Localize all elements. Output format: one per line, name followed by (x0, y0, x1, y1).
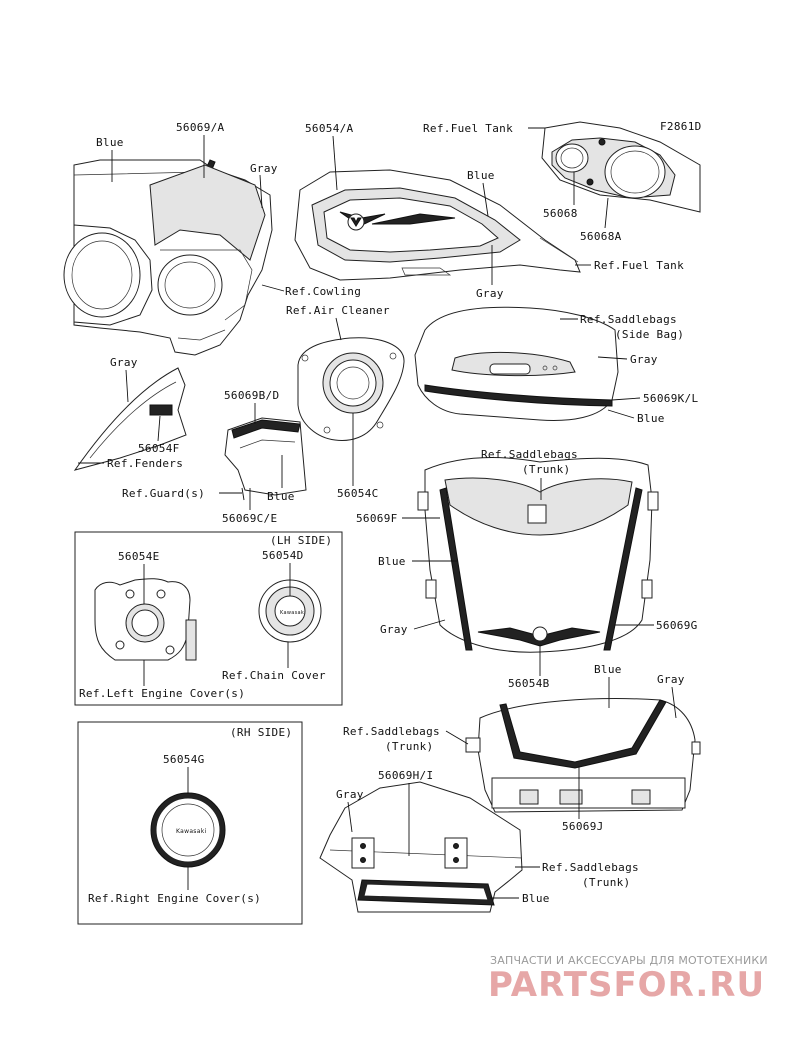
label-56069g: 56069G (656, 619, 698, 632)
label-ref-left-engine-cover: Ref.Left Engine Cover(s) (79, 687, 245, 700)
label-56069kl: 56069K/L (643, 392, 698, 405)
label-blue-cowling: Blue (96, 136, 124, 149)
label-ref-fuel-tank-right: Ref.Fuel Tank (594, 259, 684, 272)
label-ref-saddlebags-trunk-3b: (Trunk) (582, 876, 630, 889)
label-ref-saddlebags-trunk-3a: Ref.Saddlebags (542, 861, 639, 874)
label-gray-tank: Gray (476, 287, 504, 300)
fender-illustration (73, 367, 187, 471)
label-gray-trunk-rear: Gray (657, 673, 685, 686)
label-ref-fuel-tank-top: Ref.Fuel Tank (423, 122, 513, 135)
label-ref-saddlebags-trunk-1a: Ref.Saddlebags (481, 448, 578, 461)
label-ref-saddlebags-trunk-2b: (Trunk) (385, 740, 433, 753)
fuel-tank-illustration (294, 169, 581, 281)
right-cover-emblem: Kawasaki (176, 828, 206, 835)
label-56054f: 56054F (138, 442, 180, 455)
label-blue-trunk-front: Blue (378, 555, 406, 568)
label-56054c: 56054C (337, 487, 379, 500)
label-56068: 56068 (543, 207, 578, 220)
label-ref-fenders: Ref.Fenders (107, 457, 183, 470)
side-bag-illustration (414, 306, 619, 421)
cowling-illustration (63, 159, 273, 356)
label-blue-trunk-side: Blue (522, 892, 550, 905)
label-ref-saddlebags-trunk-1b: (Trunk) (522, 463, 570, 476)
label-gray-trunk-side: Gray (336, 788, 364, 801)
label-gray-trunk-front: Gray (380, 623, 408, 636)
label-gray-fender: Gray (110, 356, 138, 369)
label-gray-cowling: Gray (250, 162, 278, 175)
trunk-front-illustration (417, 457, 659, 653)
label-56069j: 56069J (562, 820, 604, 833)
label-56069hi: 56069H/I (378, 769, 433, 782)
label-ref-air-cleaner: Ref.Air Cleaner (286, 304, 390, 317)
chain-cover-emblem: Kawasaki (280, 610, 306, 616)
trunk-side-illustration (319, 781, 523, 913)
rh-side-box (77, 721, 303, 925)
label-56069bd: 56069B/D (224, 389, 279, 402)
label-56068a: 56068A (580, 230, 622, 243)
lh-side-box (74, 531, 343, 706)
watermark-tagline: ЗАПЧАСТИ И АКСЕССУАРЫ ДЛЯ МОТОТЕХНИКИ (490, 954, 768, 967)
label-blue-sidebag: Blue (637, 412, 665, 425)
label-ref-guards: Ref.Guard(s) (122, 487, 205, 500)
label-ref-saddlebags-side-1: Ref.Saddlebags (580, 313, 677, 326)
tank-cap-illustration (541, 121, 701, 213)
label-ref-right-engine-cover: Ref.Right Engine Cover(s) (88, 892, 261, 905)
label-ref-saddlebags-trunk-2a: Ref.Saddlebags (343, 725, 440, 738)
guard-illustration (224, 417, 307, 501)
label-56054e: 56054E (118, 550, 160, 563)
label-blue-trunk-rear: Blue (594, 663, 622, 676)
figure-code: F2861D (660, 120, 702, 133)
label-blue-tank: Blue (467, 169, 495, 182)
label-ref-cowling: Ref.Cowling (285, 285, 361, 298)
label-56069ce: 56069C/E (222, 512, 277, 525)
label-56069f: 56069F (356, 512, 398, 525)
label-lh-side: (LH SIDE) (270, 534, 332, 547)
label-56069a: 56069/A (176, 121, 225, 134)
label-56054g: 56054G (163, 753, 205, 766)
label-ref-chain-cover: Ref.Chain Cover (222, 669, 326, 682)
label-gray-sidebag: Gray (630, 353, 658, 366)
label-56054d: 56054D (262, 549, 304, 562)
air-cleaner-illustration (297, 337, 405, 441)
left-engine-cover-illustration (94, 578, 197, 661)
watermark-brand: PARTSFOR.RU (488, 965, 765, 1005)
label-56054a: 56054/A (305, 122, 354, 135)
label-ref-saddlebags-side-2: (Side Bag) (615, 328, 684, 341)
chain-cover-illustration: Kawasaki (258, 579, 322, 643)
label-56054b: 56054B (508, 677, 550, 690)
label-blue-guard: Blue (267, 490, 295, 503)
label-rh-side: (RH SIDE) (230, 726, 292, 739)
trunk-rear-illustration (465, 698, 701, 813)
right-engine-cover-illustration: Kawasaki (150, 792, 226, 868)
